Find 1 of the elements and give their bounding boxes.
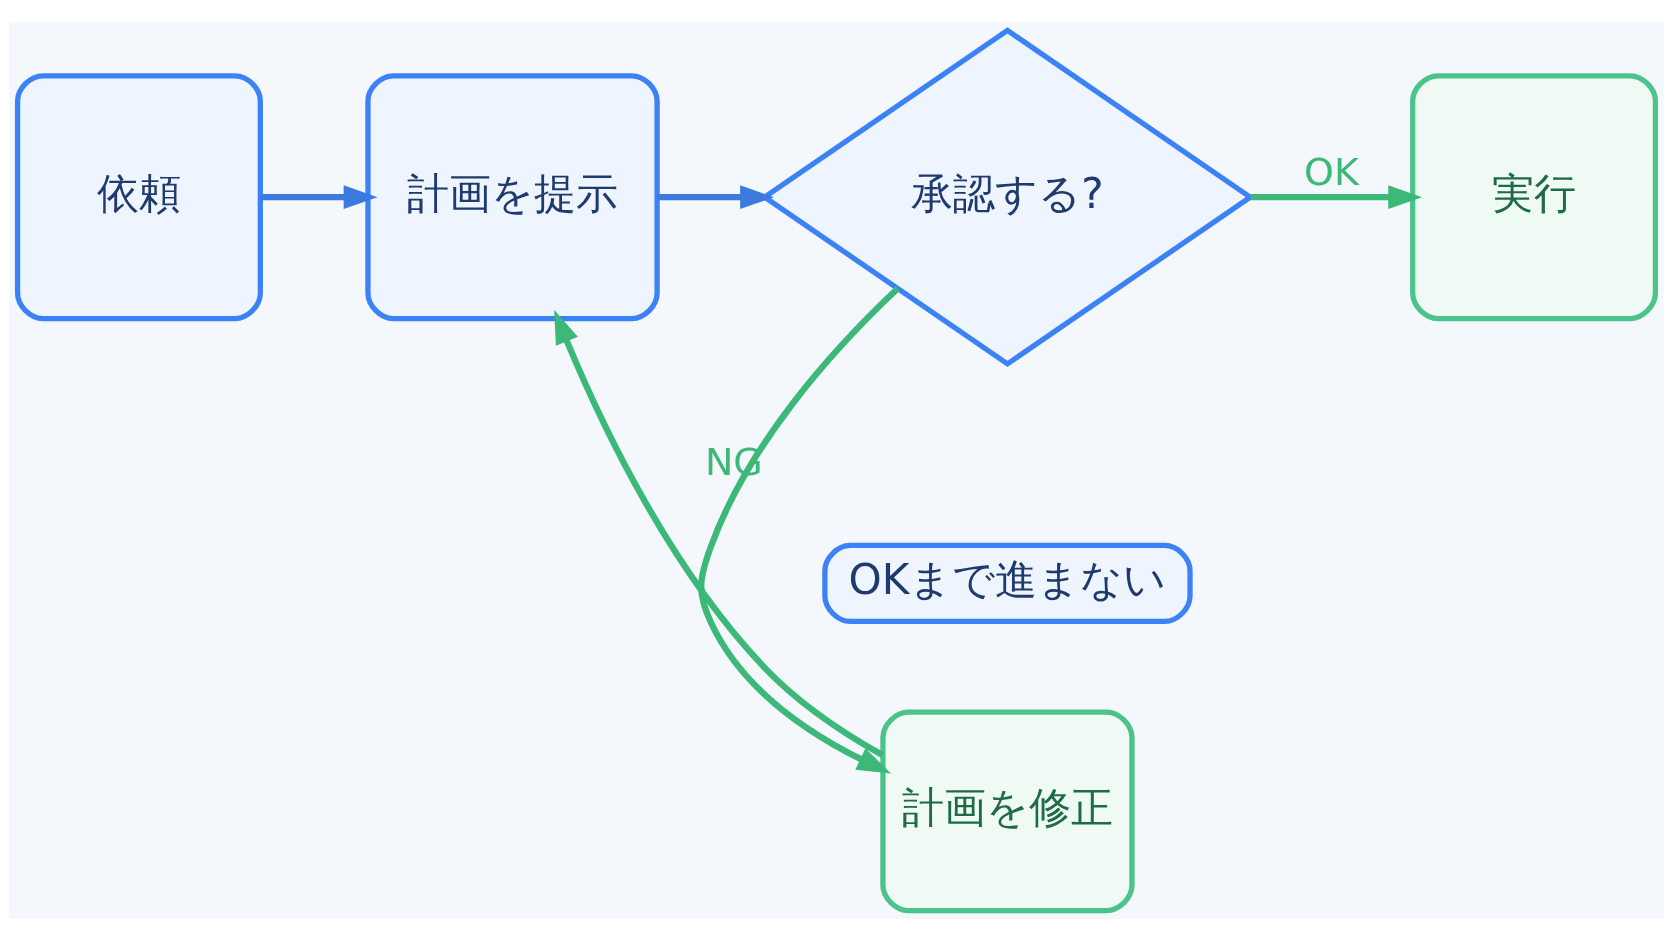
edge-label: OK [1303, 150, 1359, 195]
